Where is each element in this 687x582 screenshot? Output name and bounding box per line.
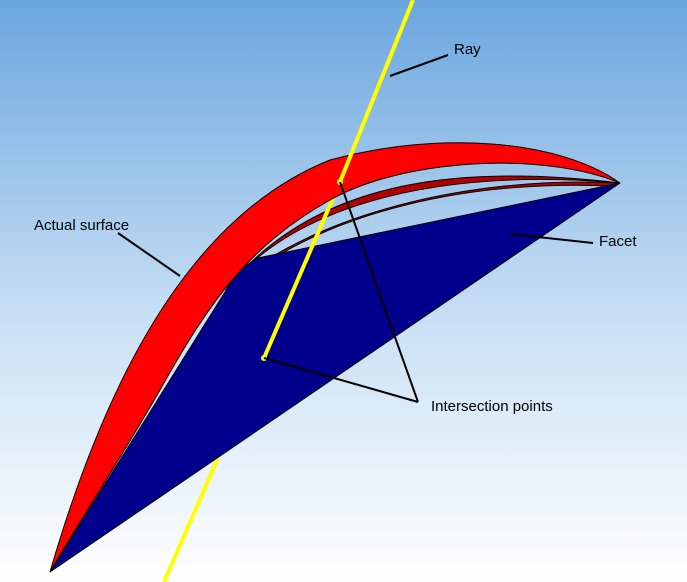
ray-middle-segment (262, 181, 342, 359)
actual-surface-leader-line (117, 232, 181, 277)
intersection-leader-line-1 (339, 181, 419, 403)
ray-leader-line (389, 54, 449, 77)
intersection-leader-line-2 (263, 357, 419, 403)
ray-lower-segment (162, 457, 220, 582)
actual-surface-label: Actual surface (34, 217, 129, 234)
facet-leader-line (509, 233, 594, 244)
actual-surface-front (49, 142, 621, 573)
ray-label: Ray (454, 41, 481, 58)
facet-label: Facet (599, 233, 637, 250)
ray-upper-segment (338, 0, 415, 183)
intersection-points-label: Intersection points (431, 398, 553, 415)
